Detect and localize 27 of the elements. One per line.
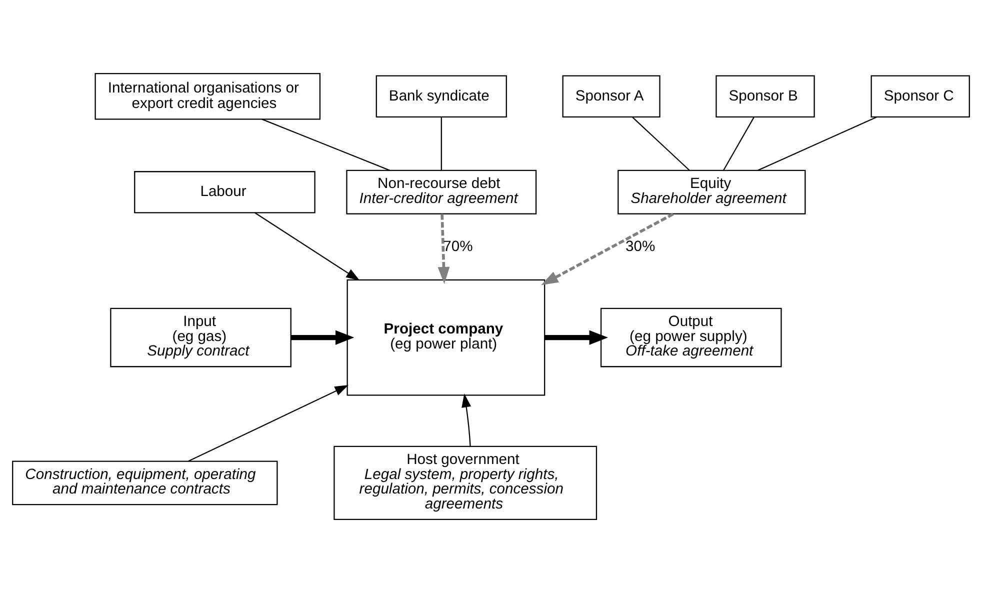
node-box: Construction, equipment, operating and maintenance contracts [12,460,278,505]
node-box: Bank syndicate [376,74,507,117]
node-box: Project company (eg power plant) [346,278,546,396]
edge-label: 70% [443,238,473,254]
arrow [254,212,360,280]
node-box: Sponsor B [716,74,815,117]
arrow [438,214,450,284]
edge-label: 30% [626,238,656,254]
node-box: Non-recourse debt Inter-creditor agreement [346,169,537,214]
node-box: Labour [134,170,316,213]
arrow [541,212,674,285]
node-box: Sponsor A [562,74,660,117]
node-box: Input (eg gas) Supply contract [110,307,292,367]
connector [440,116,442,170]
node-box: International organisations or export credit agencies [94,72,321,120]
node-box: Host government Legal system, property rights, regulation, permits, concession agreements [334,445,598,520]
arrow [291,330,354,344]
node-box: Equity Shareholder agreement [618,169,806,214]
arrow [544,330,608,344]
connector [723,116,754,170]
arrow [462,393,472,446]
connector [757,116,877,170]
connector [262,118,390,170]
arrow [188,384,349,462]
connector [632,116,690,170]
node-box: Sponsor C [870,74,970,117]
node-box: Output (eg power supply) Off-take agreement [600,307,782,367]
